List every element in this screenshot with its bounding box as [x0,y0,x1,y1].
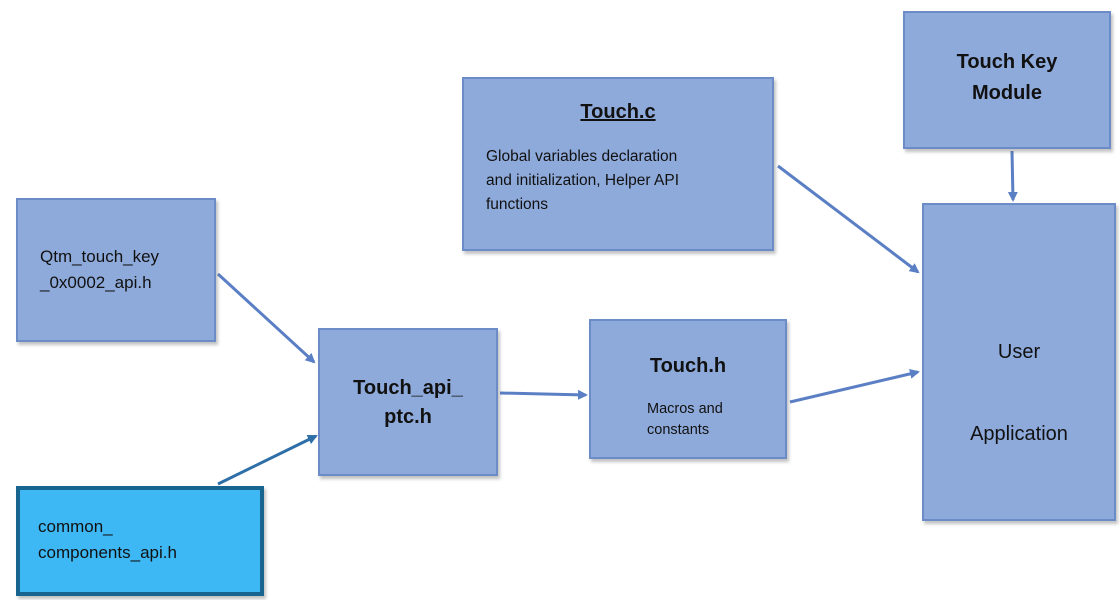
touch-c-desc-line-1: Global variables declaration [486,148,678,165]
touch-c-title: Touch.c [580,101,656,123]
arrow-qtm-to-touch-api [216,272,316,364]
touch-key-title-line-2: Module [972,82,1042,104]
arrow-touch-c-to-user-app [777,164,920,274]
arrow-common-to-touch-api [217,434,318,486]
common-components-api-box: common_ components_api.h [16,486,264,596]
touch-h-desc-line-1: Macros and [647,401,723,417]
touch-h-title: Touch.h [649,355,727,377]
common-line-2: components_api.h [38,542,177,562]
arrow-touch-key-to-user-app [1007,150,1018,202]
qtm-line-2: _0x0002_api.h [40,272,152,292]
user-application-box: User Application [922,203,1116,521]
arrow-touch-api-to-touch-h [499,389,588,400]
user-app-line-1: User [997,341,1041,363]
arrow-touch-h-to-user-app [789,368,920,404]
qtm-touch-key-api-box: Qtm_touch_key _0x0002_api.h [16,198,216,342]
touch-h-desc-line-2: constants [647,422,710,439]
touch-c-desc-line-3: functions [486,196,549,214]
touch-h-box: Touch.h Macros and constants [589,319,787,459]
touch-api-ptc-box: Touch_api_ ptc.h [318,328,498,476]
user-app-line-2: Application [970,423,1068,445]
touch-key-module-box: Touch Key Module [903,11,1111,149]
touch-api-title-line-2: ptc.h [384,406,432,428]
touch-api-title-line-1: Touch_api_ [353,377,463,399]
qtm-line-1: Qtm_touch_key [40,247,160,266]
common-line-1: common_ [38,517,113,536]
touch-c-desc-line-2: and initialization, Helper API [486,172,680,190]
touch-key-title-line-1: Touch Key [956,51,1058,73]
touch-c-box: Touch.c Global variables declaration and… [462,77,774,251]
